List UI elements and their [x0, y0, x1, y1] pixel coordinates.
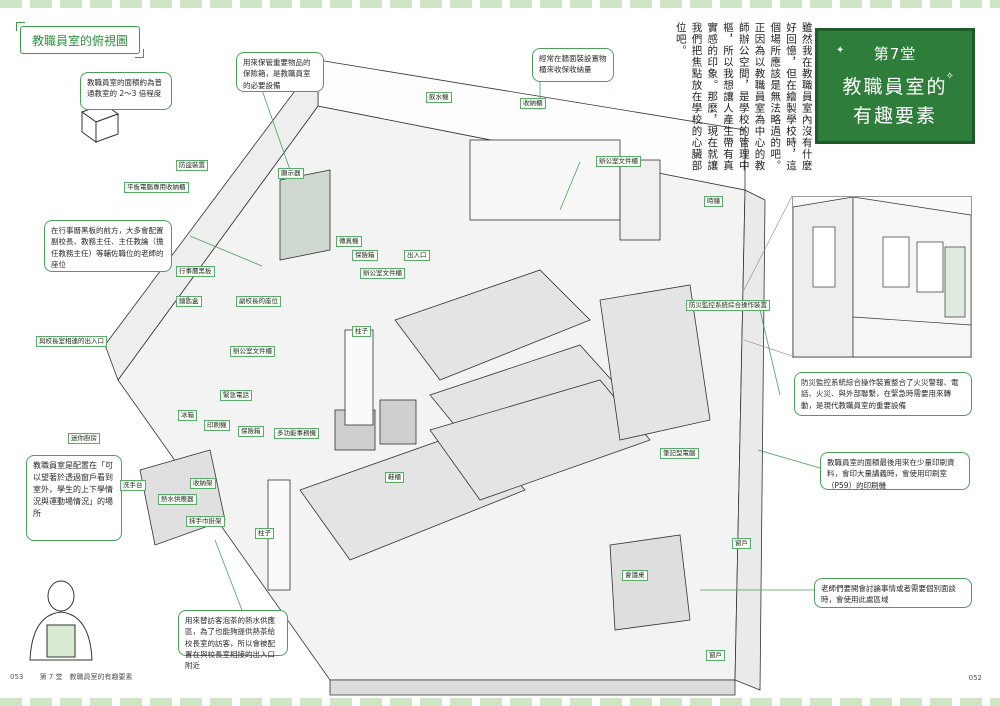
chapter-title-line2: 有趣要素	[852, 105, 937, 127]
label-copy-machine: 多功能事務機	[274, 428, 319, 440]
label-vice-seat: 副校長的座位	[236, 296, 281, 308]
label-safe: 保險箱	[352, 250, 378, 262]
label-kitchenette: 迷你廚房	[68, 433, 100, 445]
callout-principal: 在行事曆黑板的前方，大多會配置副校長、教務主任、主任教論（擔任教務主任）等輔佐職…	[44, 220, 172, 272]
label-notebook-pc: 筆記型電腦	[660, 448, 699, 460]
label-hand-wash: 抹手巾掛架	[186, 516, 225, 528]
right-page-number: 052	[968, 674, 982, 682]
chapter-number: 第7堂	[873, 45, 917, 63]
callout-storage: 用來保管重要物品的保險箱，是教職員室的必要設備	[236, 52, 324, 92]
label-office-cabinet: 辦公室文件櫃	[596, 156, 641, 168]
label-office-doc: 辦公室文件櫃	[230, 346, 275, 358]
callout-area: 教職員室的面積約為普通教室的 2～3 倍程度	[80, 72, 172, 110]
label-display: 顯示器	[278, 168, 304, 180]
label-entry: 與校長室相連的出入口	[36, 336, 107, 348]
label-locker: 保險箱	[238, 426, 264, 438]
label-clock: 時鐘	[704, 196, 723, 208]
top-stripe	[0, 0, 1000, 8]
label-pillar-a: 柱子	[352, 326, 371, 338]
chapter-header: ✦ ✧ 第7堂 教職員室的 有趣要素	[815, 28, 975, 144]
callout-fire-panel: 防災監控系統綜合操作裝置整合了火災警報、電話、火災、與外部聯繫，在緊急時需要用來…	[794, 372, 972, 416]
label-shoe-box: 鞋櫃	[385, 472, 404, 484]
left-running-title: 第 7 堂 教職員室的有趣要素	[39, 673, 133, 681]
sparkle-icon: ✦	[836, 45, 845, 56]
label-bookshelf: 收納櫃	[520, 98, 546, 110]
label-water-server: 飲水機	[426, 92, 452, 104]
label-emergency: 緊急電話	[220, 390, 252, 402]
section-title-text: 教職員室的俯視圖	[31, 33, 128, 48]
label-sink: 洗手台	[120, 480, 146, 492]
callout-kitchen: 用來替訪客泡茶的熱水供應區，為了也能夠提供熱茶給校長室的訪客，所以會被配置在與校…	[178, 610, 288, 670]
label-schedule-board: 行事曆黑板	[176, 266, 215, 278]
label-key-box: 鑰匙盒	[176, 296, 202, 308]
bottom-stripe	[0, 698, 1000, 706]
label-pillar-b: 柱子	[255, 528, 274, 540]
label-door: 出入口	[404, 250, 430, 262]
callout-student-view: 教職員室是配置在「可以望著於透過窗戶看到室外，學生的上下學情況與運動場情況」的場…	[26, 455, 122, 541]
label-fridge: 冰箱	[178, 410, 197, 422]
chapter-title-line1: 教職員室的	[842, 76, 948, 98]
callout-board: 經常在牆面裝設置物櫃來收保收納量	[532, 48, 614, 82]
label-water-heater: 熱水供應器	[158, 494, 197, 506]
label-meeting-table: 會議桌	[622, 570, 648, 582]
intro-text: 雖然我在教職員室內沒有什麼好回憶，但在繪製學校時，這個場所應該是無法略過的吧。正…	[674, 22, 813, 172]
label-printer-desk: 印刷機	[204, 420, 230, 432]
callout-meeting: 老師們要開會討論事情或者需要個別面談時，會使用此處區域	[814, 578, 972, 608]
label-window2: 窗戶	[706, 650, 725, 662]
label-fire-bell: 防盜裝置	[176, 160, 208, 172]
footer-left: 053 第 7 堂 教職員室的有趣要素	[10, 672, 133, 682]
callout-copier: 教職員室的面積最後用來在少量印刷資料，會印大量講義時，會使用印刷室（P59）的印…	[820, 452, 970, 490]
label-fire-console: 防災監控系統綜合操作裝置	[686, 300, 770, 312]
label-pc-cabinet: 辦公室文件櫃	[360, 268, 405, 280]
detail-inset-fire-console	[792, 196, 972, 358]
label-fax: 傳真機	[336, 236, 362, 248]
section-title: 教職員室的俯視圖	[16, 22, 144, 58]
label-window: 窗戶	[732, 538, 751, 550]
sparkle-icon: ✧	[945, 71, 954, 82]
label-staff-cabinet: 平板電腦專用收納櫃	[124, 182, 189, 194]
left-page-number: 053	[10, 673, 24, 681]
detail-inset-drawing	[793, 197, 971, 357]
label-supply-shelf: 收納架	[190, 478, 216, 490]
